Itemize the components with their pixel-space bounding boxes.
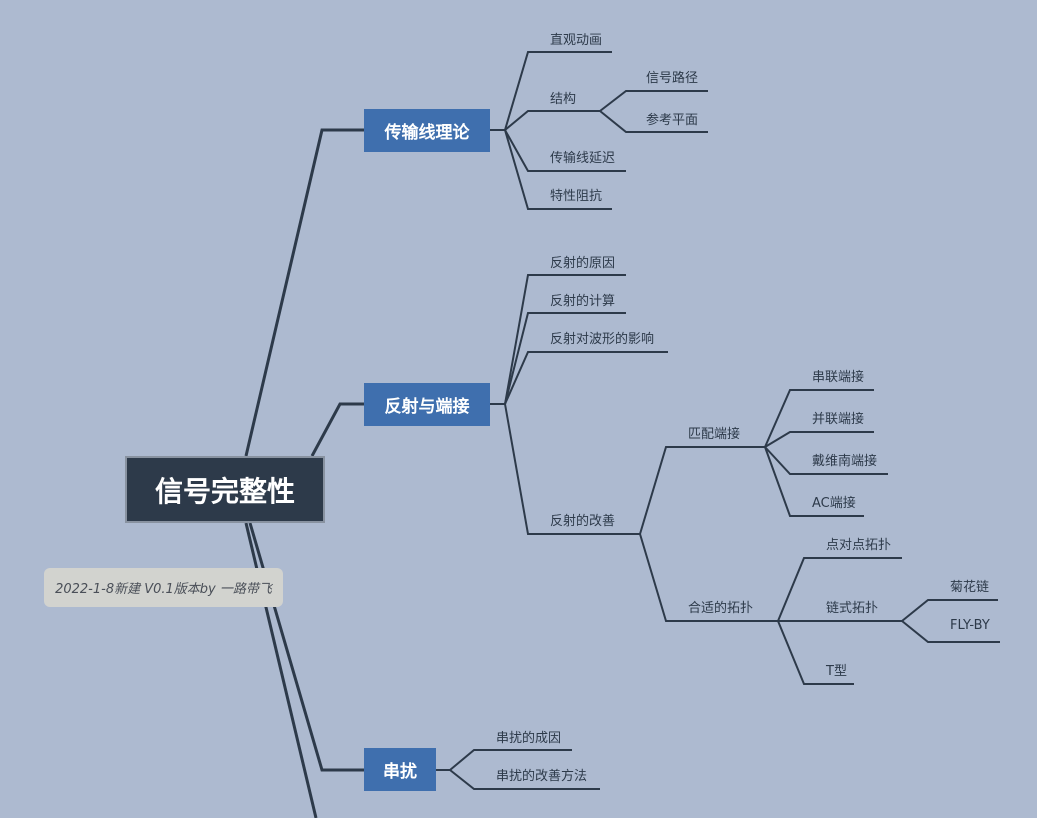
connector-t2-d1a [764,389,874,448]
topic-reflection-termination[interactable]: 反射与端接 [364,383,490,426]
connector-t1-c [504,129,626,172]
connector-t2-d2a [777,557,902,622]
connector-t2-d2c [777,620,854,685]
connector-t1-d [504,129,612,210]
connector-t1-b [504,110,600,131]
connector-t2-d1c [764,446,888,475]
subtopic-reflection-calculation[interactable]: 反射的计算 [550,294,616,309]
subtopic-reference-plane[interactable]: 参考平面 [646,113,699,128]
subtopic-intuitive-animation[interactable]: 直观动画 [550,33,603,48]
subtopic-structure[interactable]: 结构 [550,92,577,107]
topic-transmission-line[interactable]: 传输线理论 [364,109,490,152]
subtopic-fly-by[interactable]: FLY-BY [950,618,990,633]
subtopic-matched-termination[interactable]: 匹配端接 [688,427,741,442]
subtopic-thevenin-termination[interactable]: 戴维南端接 [812,454,878,469]
subtopic-signal-path[interactable]: 信号路径 [646,71,699,86]
connector-t3-a [449,749,572,771]
connector-root-t3 [248,522,364,772]
subtopic-daisy-chain[interactable]: 菊花链 [950,580,990,595]
subtopic-parallel-termination[interactable]: 并联端接 [812,412,865,427]
root-node[interactable]: 信号完整性 [125,456,325,523]
topic-crosstalk[interactable]: 串扰 [364,748,436,791]
subtopic-suitable-topology[interactable]: 合适的拓扑 [688,601,754,616]
connector-t2-a [504,274,626,405]
subtopic-reflection-waveform[interactable]: 反射对波形的影响 [550,332,655,347]
subtopic-t-topology[interactable]: T型 [826,664,847,679]
connector-t1-a [504,51,612,131]
subtopic-ac-termination[interactable]: AC端接 [812,496,856,511]
connector-t2-d1 [639,446,765,535]
subtopic-crosstalk-cause[interactable]: 串扰的成因 [496,731,562,746]
connector-root-t1 [244,128,364,457]
version-note: 2022-1-8新建 V0.1版本by 一路带飞 [44,568,283,607]
subtopic-reflection-improvement[interactable]: 反射的改善 [550,514,616,529]
connector-t1-b2 [599,110,708,133]
connector-root-t2 [310,402,364,457]
connector-t2-d [504,403,640,535]
subtopic-crosstalk-improvement[interactable]: 串扰的改善方法 [496,769,588,784]
connector-t2-c [504,351,668,405]
connector-t1-b1 [599,90,708,112]
subtopic-characteristic-impedance[interactable]: 特性阻抗 [550,189,603,204]
subtopic-chain-topology[interactable]: 链式拓扑 [826,601,879,616]
subtopic-line-delay[interactable]: 传输线延迟 [550,151,616,166]
subtopic-point-to-point[interactable]: 点对点拓扑 [826,538,892,553]
connector-t2-d2b1 [901,599,998,622]
connector-t2-d2 [639,533,778,622]
subtopic-reflection-cause[interactable]: 反射的原因 [550,256,616,271]
connector-t2-d1b [764,431,874,448]
connector-t3-b [449,769,600,790]
connector-t2-b [504,312,626,405]
subtopic-series-termination[interactable]: 串联端接 [812,370,865,385]
connector-t2-d2b2 [901,620,1000,643]
connector-t2-d1d [764,446,864,517]
